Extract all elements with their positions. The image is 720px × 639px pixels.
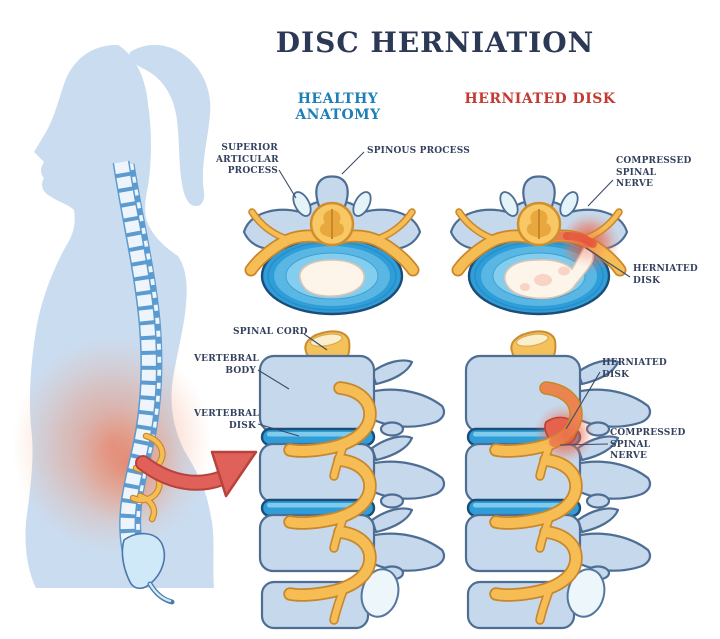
ponytail [129, 44, 211, 206]
label-vertebral-disk: VERTEBRAL DISK [194, 409, 259, 431]
red-arrow [135, 450, 258, 498]
label-superior-articular-process: SUPERIOR ARTICULAR PROCESS [216, 143, 279, 177]
column-header-healthy: HEALTHY ANATOMY [295, 91, 381, 123]
label-spinal-cord: SPINAL CORD [233, 327, 308, 337]
page-title: DISC HERNIATION [275, 26, 595, 59]
label-spinous-process: SPINOUS PROCESS [367, 146, 470, 156]
label-compressed-spinal-nerve-side: COMPRESSED SPINAL NERVE [610, 428, 686, 462]
nucleus-pulposus [299, 259, 365, 297]
herniated-vertebra-top-view [449, 175, 629, 316]
leader-lines [257, 151, 631, 446]
label-compressed-spinal-nerve-top: COMPRESSED SPINAL NERVE [616, 156, 692, 190]
column-header-herniated: HERNIATED DISK [464, 91, 616, 107]
label-herniated-disk-top: HERNIATED DISK [633, 264, 698, 286]
woman-silhouette-with-spine [12, 44, 215, 605]
label-vertebral-body: VERTEBRAL BODY [194, 354, 259, 376]
label-herniated-disk-side: HERNIATED DISK [602, 358, 667, 380]
healthy-vertebra-top-view [242, 175, 422, 316]
